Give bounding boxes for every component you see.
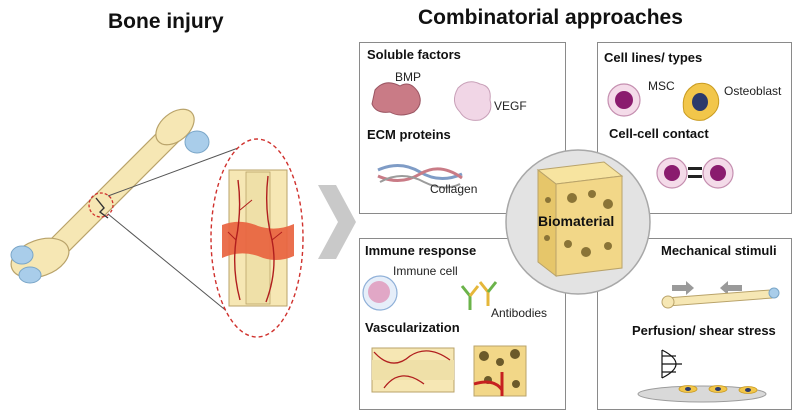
vessel-bone-icon	[371, 347, 455, 393]
biomaterial-label: Biomaterial	[538, 213, 615, 229]
bmp-label: BMP	[395, 70, 422, 84]
fracture-zoom-icon	[210, 138, 304, 338]
fracture-highlight-icon	[88, 192, 114, 218]
ecm-proteins-title: ECM proteins	[367, 127, 451, 142]
combinatorial-title: Combinatorial approaches	[418, 6, 683, 29]
soluble-factors-title: Soluble factors	[367, 47, 461, 62]
vessel-scaffold-icon	[473, 345, 527, 397]
cell-lines-title: Cell lines/ types	[604, 50, 703, 65]
femur-bone-icon	[10, 108, 210, 284]
bmp-protein-icon	[371, 82, 421, 116]
collagen-label: Collagen	[430, 182, 478, 196]
msc-cell-icon	[607, 83, 641, 117]
vegf-protein-icon	[454, 81, 492, 121]
osteoblast-cell-icon	[682, 82, 720, 121]
cell-cell-contact-title: Cell-cell contact	[609, 126, 709, 141]
vascularization-title: Vascularization	[365, 320, 460, 335]
immune-cell-icon	[362, 275, 398, 311]
perfusion-shear-title: Perfusion/ shear stress	[632, 323, 776, 338]
antibodies-label: Antibodies	[491, 306, 548, 320]
vegf-label: VEGF	[494, 99, 527, 113]
collagen-fiber-icon	[377, 164, 463, 189]
msc-label: MSC	[648, 79, 675, 93]
loaded-bone-icon	[661, 281, 780, 309]
cell-dish-icon	[637, 385, 767, 403]
osteoblast-label: Osteoblast	[724, 84, 782, 98]
immune-cell-label: Immune cell	[393, 264, 458, 278]
cell-pair-icon	[656, 157, 734, 189]
immune-response-title: Immune response	[365, 243, 477, 258]
flow-profile-icon	[661, 349, 682, 379]
scaffold-block-icon	[536, 161, 624, 278]
antibody-icon	[460, 281, 498, 310]
mechanical-stimuli-title: Mechanical stimuli	[661, 243, 777, 258]
bone-injury-title: Bone injury	[108, 10, 224, 33]
biomaterial-hub-icon	[505, 149, 651, 295]
chevron-arrow-icon	[318, 185, 356, 259]
